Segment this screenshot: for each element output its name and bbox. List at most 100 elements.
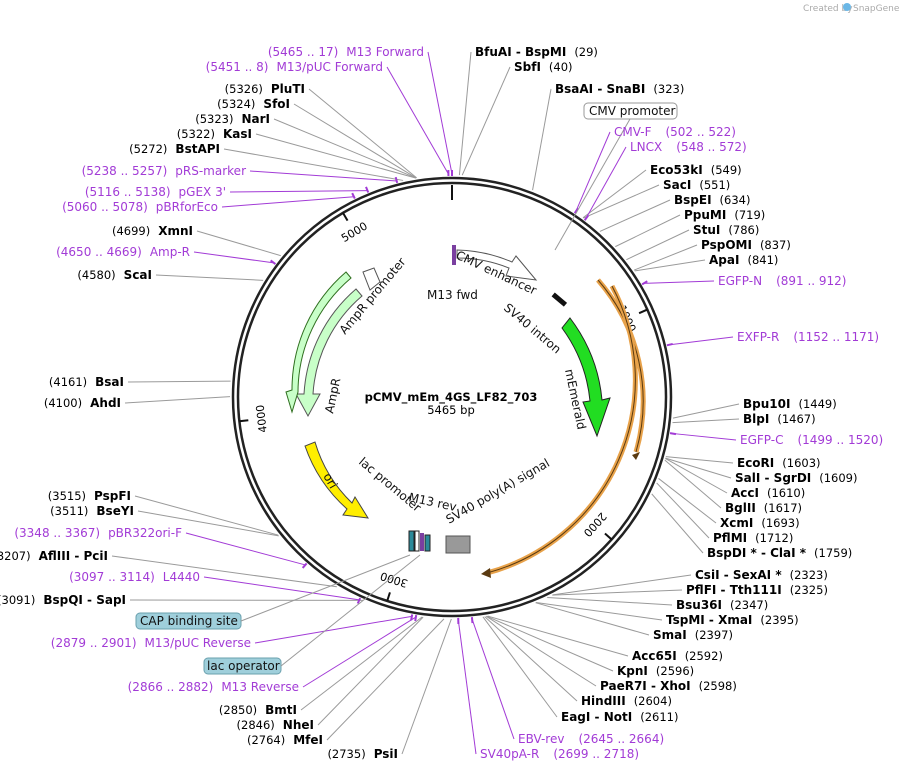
- enzyme-leader: [487, 615, 629, 657]
- ampr-promoter-head: [362, 267, 381, 291]
- enzyme-label: PaeR7I - XhoI(2598): [600, 679, 737, 693]
- enzyme-leader: [137, 510, 279, 537]
- primer-leader: [643, 280, 715, 284]
- primer-label: (5116 .. 5138)pGEX 3': [85, 185, 226, 199]
- enzyme-leader: [547, 597, 673, 606]
- enzyme-leader: [665, 457, 732, 479]
- cap-binding-leader: [240, 554, 411, 622]
- label-sv40-polyA: SV40 poly(A) signal: [444, 456, 552, 527]
- label-sv40-intron: SV40 intron: [501, 301, 564, 357]
- cap-site-marker: [408, 530, 415, 552]
- enzyme-leader: [300, 616, 423, 711]
- primer-label: LNCX(548 .. 572): [630, 140, 747, 154]
- enzyme-label: PflFI - Tth111I(2325): [686, 583, 828, 597]
- primer-site-marker: [641, 280, 648, 286]
- enzyme-leader: [552, 574, 692, 596]
- enzyme-label: SmaI(2397): [653, 628, 733, 642]
- enzyme-leader: [656, 482, 710, 539]
- tick-mark: [604, 532, 613, 541]
- enzyme-labels-right: BfuAI - BspMI(29)SbfI(40)BsaAI - SnaBI(3…: [475, 45, 858, 724]
- ori-arrow: [304, 441, 369, 519]
- enzyme-leader: [308, 88, 417, 179]
- ampr-promoter-arrow: [285, 271, 352, 414]
- enzyme-label: Bpu10I(1449): [743, 397, 837, 411]
- enzyme-label: StuI(786): [693, 223, 759, 237]
- enzyme-leader: [552, 589, 683, 596]
- primer-label: (2879 .. 2901)M13/pUC Reverse: [51, 636, 251, 650]
- label-ori: ori: [320, 471, 340, 492]
- primer-label: (5060 .. 5078)pBRforEco: [62, 200, 218, 214]
- tick-mark: [239, 419, 249, 423]
- enzyme-leader: [484, 616, 578, 702]
- enzyme-leader: [633, 244, 698, 271]
- enzyme-label: (2850)BmtI: [219, 703, 297, 717]
- primer-site-marker: [669, 432, 677, 436]
- primer-site-marker: [351, 192, 356, 199]
- backbone-inner-ring: [236, 181, 668, 613]
- primer-labels: (5465 .. 17)M13 Forward(5451 .. 8)M13/pU…: [14, 45, 883, 761]
- sv40-intron-marker: [551, 292, 568, 307]
- enzyme-label: (3207)AflIII - PciI: [0, 549, 108, 563]
- primer-leader: [457, 619, 477, 755]
- tick-label: 3000: [379, 569, 410, 590]
- enzyme-label: (3515)PspFI: [48, 489, 131, 503]
- enzyme-label: (5323)NarI: [195, 112, 270, 126]
- primer-leader-lines: [185, 51, 737, 755]
- enzyme-leader: [124, 396, 231, 404]
- lac-operator-label: lac operator: [207, 659, 280, 673]
- enzyme-leader: [326, 618, 445, 741]
- enzyme-leader: [461, 66, 511, 176]
- enzyme-label: Bsu36I(2347): [676, 598, 768, 612]
- lac-operator-leader: [280, 554, 421, 667]
- mEmerald-arrow: [561, 317, 611, 438]
- primer-site-marker: [583, 214, 590, 221]
- enzyme-leader: [196, 230, 281, 257]
- enzyme-leader: [155, 274, 264, 281]
- enzyme-leader: [634, 259, 706, 272]
- primer-site-marker: [410, 614, 414, 621]
- enzyme-label: PpuMI(719): [684, 208, 765, 222]
- enzyme-leader: [583, 184, 660, 219]
- primer-leader: [427, 51, 453, 175]
- label-m13-fwd: M13 fwd: [427, 288, 478, 302]
- enzyme-leader: [127, 380, 231, 383]
- enzyme-leader: [658, 478, 717, 524]
- enzyme-leader: [664, 459, 722, 509]
- enzyme-leader: [293, 103, 417, 179]
- primer-site-marker: [470, 617, 474, 624]
- enzyme-leader-lines: [111, 51, 740, 755]
- enzyme-leader: [651, 493, 704, 554]
- tick-mark: [386, 592, 391, 602]
- enzyme-label: HindIII(2604): [581, 694, 672, 708]
- sv40-polyA-block: [445, 535, 471, 554]
- primer-label: (3097 .. 3114)L4440: [69, 570, 200, 584]
- enzyme-labels-left: (5326)PluTI(5324)SfoI(5323)NarI(5322)Kas…: [0, 82, 398, 761]
- enzyme-label: (4161)BsaI: [49, 375, 124, 389]
- plasmid-length: 5465 bp: [427, 403, 475, 417]
- enzyme-label: Acc65I(2592): [632, 649, 723, 663]
- primer-site-marker: [356, 597, 362, 604]
- cmv-promoter-box: [583, 102, 678, 120]
- primer-site-marker: [365, 186, 370, 193]
- enzyme-leader: [615, 214, 681, 248]
- enzyme-leader: [665, 456, 734, 464]
- enzyme-leader: [485, 615, 597, 687]
- enzyme-label: (2764)MfeI: [247, 733, 323, 747]
- cmv-promoter-leader: [554, 118, 631, 251]
- tick-mark: [638, 308, 648, 315]
- enzyme-label: (2735)PsiI: [327, 747, 398, 761]
- enzyme-label: (3091)BspQI - SapI: [0, 593, 126, 607]
- primer-site-marker: [666, 342, 673, 347]
- primer-leader: [221, 196, 354, 208]
- primer-label: (5465 .. 17)M13 Forward: [268, 45, 424, 59]
- enzyme-label: BsaAI - SnaBI(323): [555, 82, 684, 96]
- primer-label: (4650 .. 4669)Amp-R: [56, 245, 190, 259]
- enzyme-label: BspEI(634): [674, 193, 750, 207]
- enzyme-label: PflMI(1712): [713, 531, 793, 545]
- primer-leader: [471, 618, 515, 740]
- orf-arc-2-head: [481, 568, 491, 578]
- enzyme-leader: [317, 616, 424, 726]
- enzyme-label: (2846)NheI: [237, 718, 314, 732]
- primer-label: EGFP-C(1499 .. 1520): [740, 433, 883, 447]
